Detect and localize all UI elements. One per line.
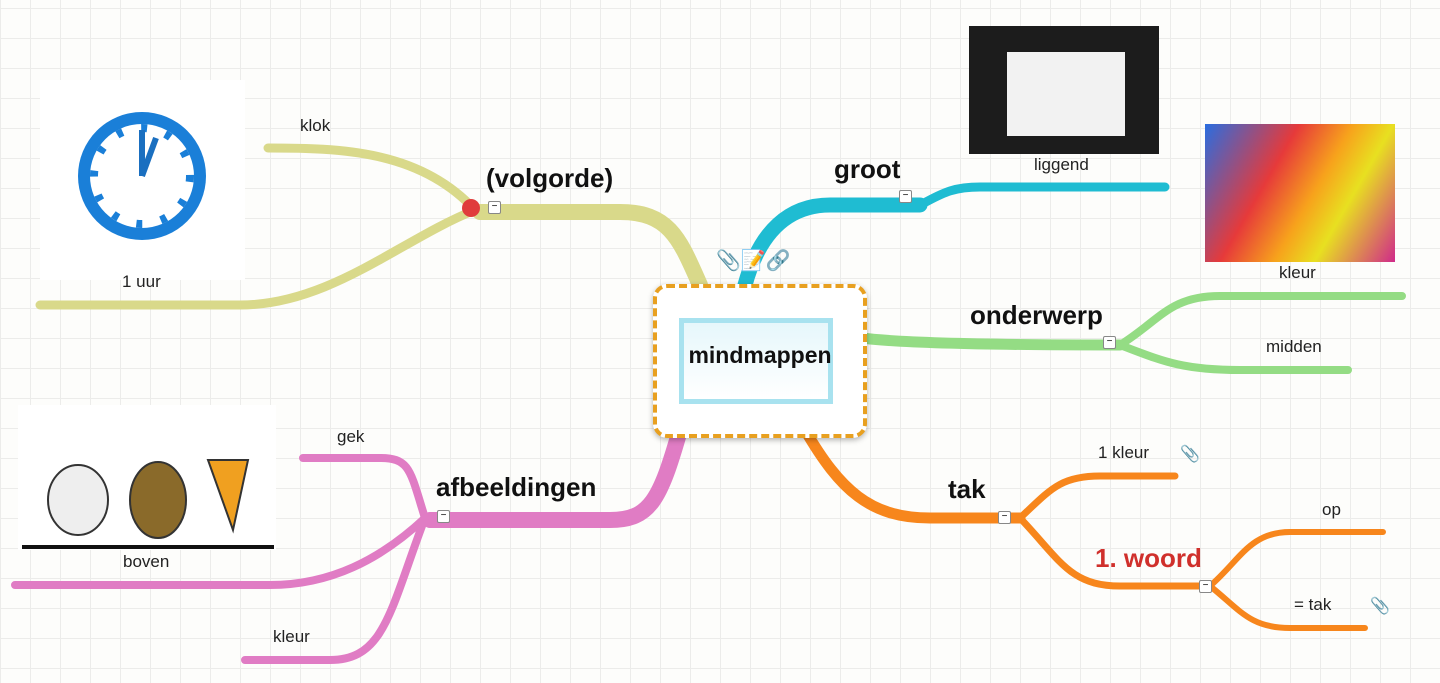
central-icons: 📎📝🔗 <box>716 248 791 273</box>
topic-1-uur[interactable]: 1 uur <box>122 272 161 291</box>
branch-1kleur <box>1016 472 1179 522</box>
branch-liggend <box>915 182 1170 210</box>
topic-1-woord[interactable]: 1. woord <box>1095 543 1202 573</box>
clock-image <box>40 80 245 280</box>
paperclip-icon[interactable]: 📎 <box>716 250 741 272</box>
branch-midden <box>1116 341 1352 374</box>
topic-klok[interactable]: klok <box>300 116 331 135</box>
topic-op[interactable]: op <box>1322 500 1341 519</box>
branch-tak <box>799 424 1026 524</box>
collapse-toggle-groot[interactable]: − <box>899 190 912 203</box>
topic-gek[interactable]: gek <box>337 427 365 446</box>
central-topic-label: mindmappen <box>688 342 832 368</box>
link-icon[interactable]: 🔗 <box>765 250 791 272</box>
collapse-toggle-1-woord[interactable]: − <box>1199 580 1212 593</box>
paint-image <box>1205 124 1395 262</box>
branch-gek <box>299 454 429 522</box>
topic-midden[interactable]: midden <box>1266 337 1322 356</box>
topic-volgorde[interactable]: (volgorde) <box>486 163 614 193</box>
branch-volgorde <box>472 204 708 293</box>
topic-1-kleur[interactable]: 1 kleur <box>1098 443 1150 462</box>
topic-onderwerp[interactable]: onderwerp <box>970 300 1103 330</box>
branch-1uur <box>35 205 480 310</box>
selection-dot <box>462 199 480 217</box>
branch-op <box>1207 529 1386 589</box>
paperclip-icon[interactable]: 📎 <box>1370 598 1390 615</box>
topic-kleur-left[interactable]: kleur <box>273 627 310 646</box>
branch-istak <box>1207 583 1368 631</box>
branch-groot <box>737 197 928 293</box>
topic-boven[interactable]: boven <box>123 552 170 571</box>
topic-afbeeldingen[interactable]: afbeeldingen <box>436 472 597 502</box>
paperclip-icon[interactable]: 📎 <box>1180 446 1200 463</box>
collapse-toggle-afbeeldingen[interactable]: − <box>437 510 450 523</box>
branch-boven <box>11 514 429 589</box>
collapse-toggle-onderwerp[interactable]: − <box>1103 336 1116 349</box>
collapse-toggle-volgorde[interactable]: − <box>488 201 501 214</box>
branch-kleur-right <box>1116 292 1406 349</box>
branch-onderwerp <box>856 332 1126 351</box>
branch-afbeeldingen <box>422 422 688 528</box>
topic-kleur-right[interactable]: kleur <box>1279 263 1316 282</box>
topic-is-tak[interactable]: = tak <box>1294 595 1332 614</box>
vegetables-image <box>18 405 276 550</box>
paper-image <box>969 26 1159 154</box>
edit-icon[interactable]: 📝 <box>740 250 766 272</box>
central-topic[interactable]: mindmappen <box>653 284 867 438</box>
branch-1woord <box>1016 514 1214 590</box>
branch-klok <box>263 143 480 215</box>
topic-groot[interactable]: groot <box>834 154 901 184</box>
topic-tak[interactable]: tak <box>948 474 986 504</box>
collapse-toggle-tak[interactable]: − <box>998 511 1011 524</box>
branch-kleur-left <box>241 514 429 664</box>
topic-liggend[interactable]: liggend <box>1034 155 1089 174</box>
